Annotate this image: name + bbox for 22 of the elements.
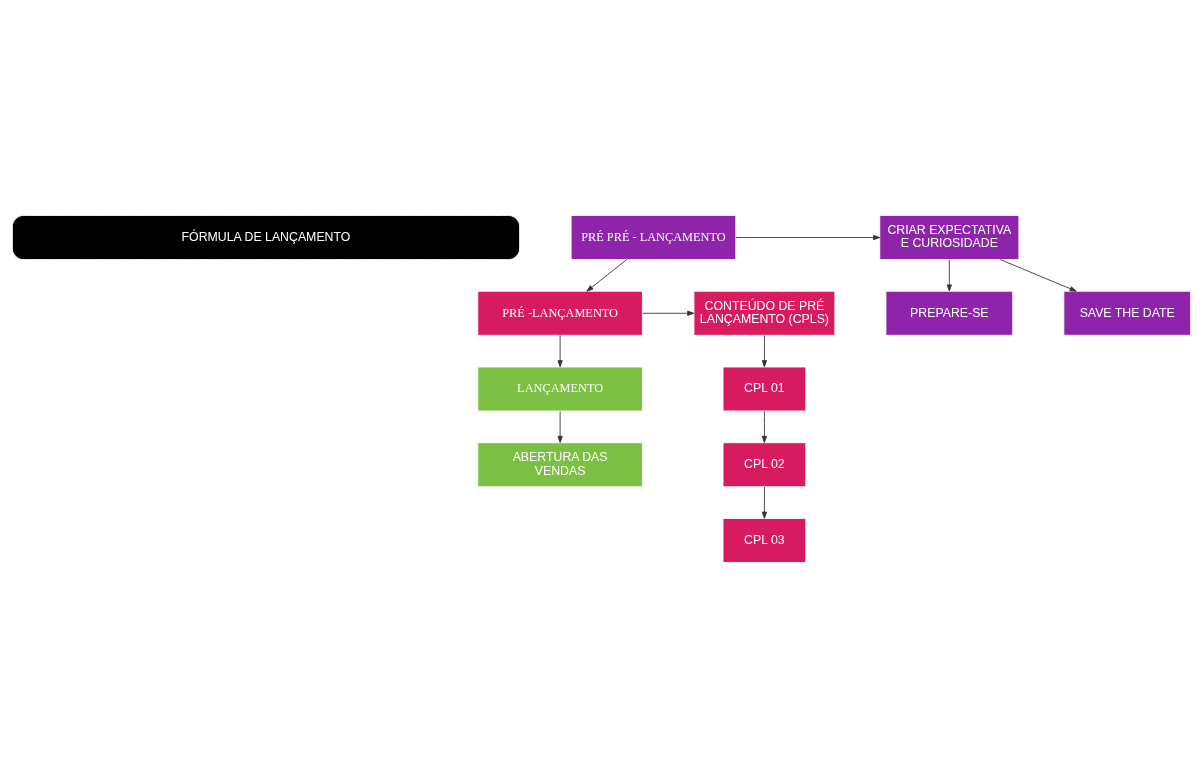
- node-box: FÓRMULA DE LANÇAMENTO: [11, 215, 521, 260]
- node-box: PREPARE-SE: [885, 290, 1014, 336]
- node-box: CPL 02: [722, 442, 807, 488]
- node-box: CPL 01: [722, 366, 807, 412]
- node-box: LANÇAMENTO: [477, 366, 643, 412]
- node-box: CRIAR EXPECTATIVA E CURIOSIDADE: [879, 215, 1020, 260]
- arrow: [557, 410, 563, 443]
- arrow: [761, 335, 767, 368]
- node-box: CONTEÚDO DE PRÉ LANÇAMENTO (CPLS): [693, 290, 836, 336]
- arrow: [642, 310, 695, 316]
- node-box: PRÉ -LANÇAMENTO: [477, 290, 643, 336]
- node-box: CPL 03: [722, 518, 807, 563]
- arrow: [999, 259, 1077, 292]
- arrow: [761, 410, 767, 443]
- arrow: [946, 259, 952, 292]
- node-box: SAVE THE DATE: [1063, 290, 1192, 336]
- arrow: [761, 486, 767, 519]
- arrow: [586, 259, 628, 292]
- arrow: [557, 335, 563, 368]
- node-box: ABERTURA DAS VENDAS: [477, 442, 643, 488]
- arrow: [735, 234, 881, 241]
- node-box: PRÉ PRÉ - LANÇAMENTO: [570, 215, 737, 260]
